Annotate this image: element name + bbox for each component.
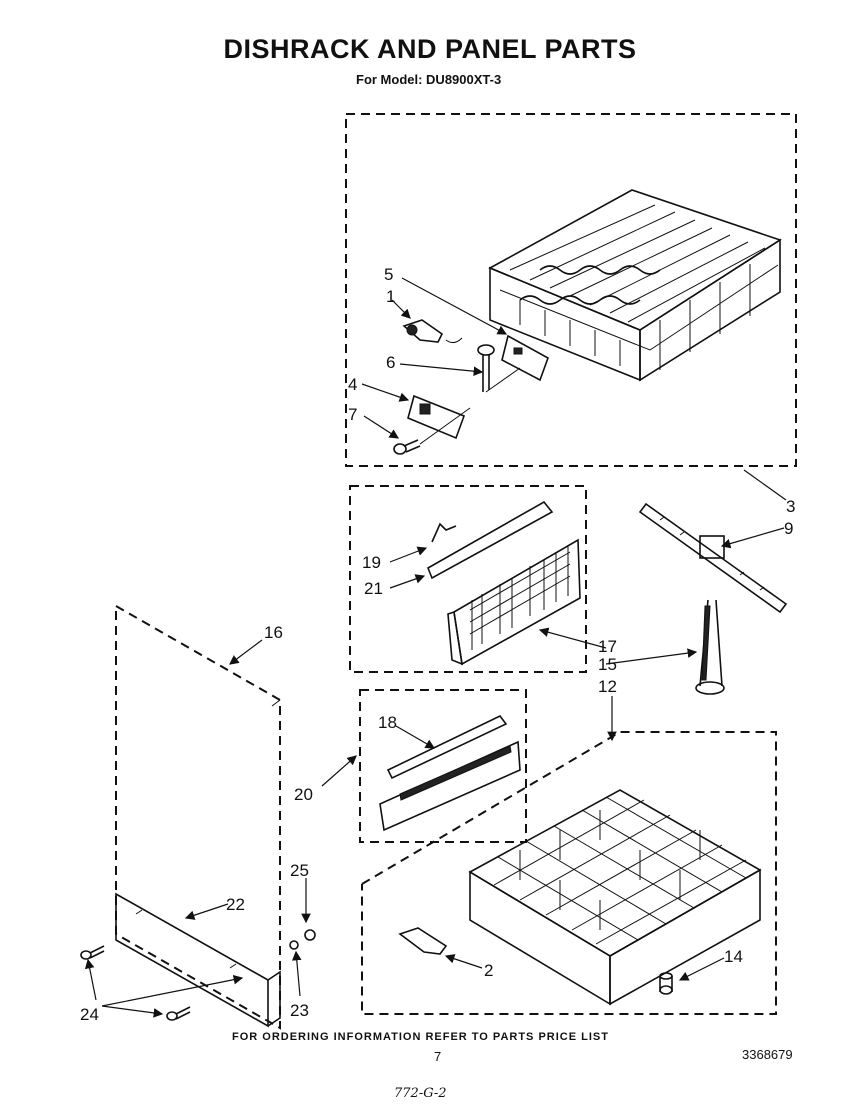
callout-24: 24 xyxy=(80,1005,99,1024)
callout-22: 22 xyxy=(226,895,245,914)
page-title: DISHRACK AND PANEL PARTS xyxy=(223,34,637,64)
document-number: 3368679 xyxy=(742,1047,793,1062)
callout-21: 21 xyxy=(364,579,383,598)
callout-25: 25 xyxy=(290,861,309,880)
lower-rack-group xyxy=(361,731,777,1015)
page-number: 7 xyxy=(434,1049,442,1064)
callout-23: 23 xyxy=(290,1001,309,1020)
upper-rack-group xyxy=(345,113,797,467)
callout-numbers: 5 1 6 4 7 3 9 19 21 17 15 12 16 18 20 25… xyxy=(80,265,795,1024)
model-subtitle: For Model: DU8900XT-3 xyxy=(356,72,502,87)
ordering-note: FOR ORDERING INFORMATION REFER TO PARTS … xyxy=(232,1031,609,1043)
handwritten-note: 772-G-2 xyxy=(394,1086,447,1101)
callout-5: 5 xyxy=(384,265,393,284)
callout-7: 7 xyxy=(348,405,357,424)
callout-18: 18 xyxy=(378,713,397,732)
panel-screws xyxy=(80,929,316,1021)
callout-2: 2 xyxy=(484,961,493,980)
upper-rack-basket xyxy=(488,189,782,382)
callout-15: 15 xyxy=(598,655,617,674)
callout-17: 17 xyxy=(598,637,617,656)
callout-14: 14 xyxy=(724,947,743,966)
callout-6: 6 xyxy=(386,353,395,372)
silverware-basket-group xyxy=(349,485,587,673)
callout-3: 3 xyxy=(786,497,795,516)
panel-strip-group xyxy=(359,689,527,843)
callout-16: 16 xyxy=(264,623,283,642)
door-panel xyxy=(115,604,281,1030)
callout-20: 20 xyxy=(294,785,313,804)
spray-arm-assembly xyxy=(638,502,788,695)
callout-leaders xyxy=(84,277,787,1018)
callout-19: 19 xyxy=(362,553,381,572)
rack-adjuster-parts xyxy=(393,319,549,455)
callout-4: 4 xyxy=(348,375,357,394)
callout-12: 12 xyxy=(598,677,617,696)
callout-1: 1 xyxy=(386,287,395,306)
callout-9: 9 xyxy=(784,519,793,538)
lower-rack-basket xyxy=(468,789,762,1006)
